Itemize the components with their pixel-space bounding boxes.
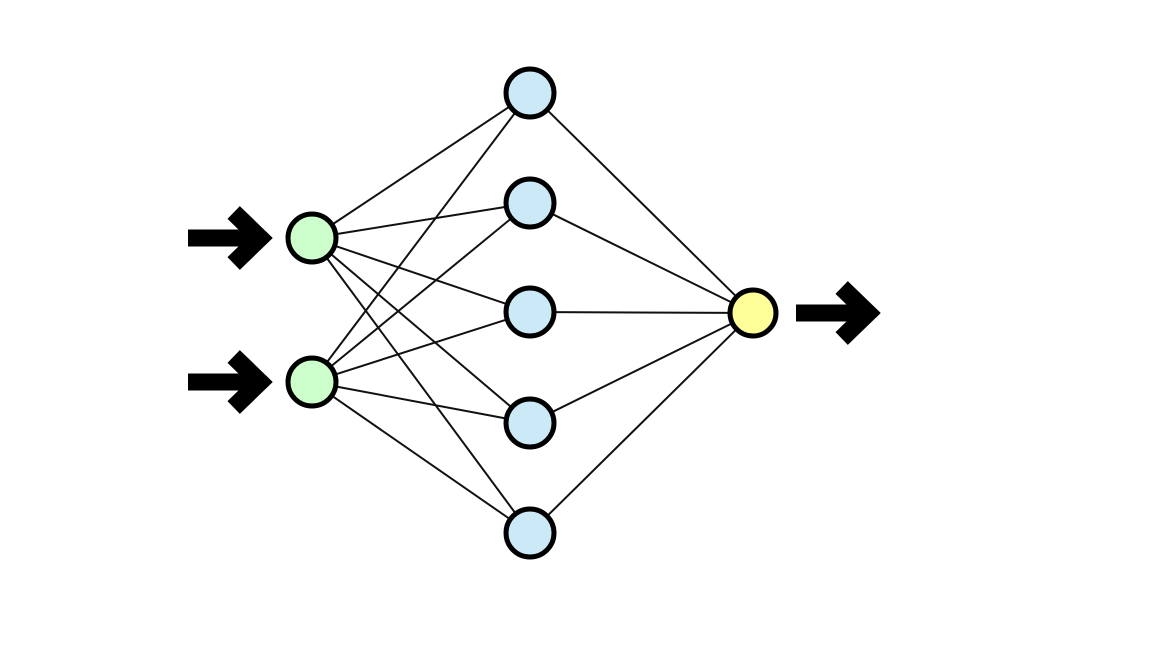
- node-h3[interactable]: [503, 285, 557, 339]
- edge-input-hidden: [328, 216, 514, 369]
- edge-input-hidden: [332, 244, 510, 306]
- node-i1[interactable]: [285, 211, 339, 265]
- edge-hidden-output: [549, 321, 735, 414]
- input-arrow-top: [188, 206, 273, 270]
- node-h5[interactable]: [503, 506, 557, 560]
- edge-input-hidden: [324, 255, 518, 516]
- nodes-group: [285, 66, 779, 560]
- node-i2[interactable]: [285, 355, 339, 409]
- edges-group: [324, 104, 739, 521]
- edge-input-hidden: [332, 318, 510, 376]
- arrow-shaft: [796, 304, 857, 322]
- edge-input-hidden: [333, 205, 509, 236]
- edge-hidden-output: [549, 212, 735, 305]
- edge-hidden-output: [545, 108, 739, 299]
- node-o1[interactable]: [727, 287, 779, 339]
- edge-input-hidden: [333, 385, 509, 420]
- arrow-head-icon: [227, 206, 273, 270]
- arrow-head-icon: [227, 350, 273, 414]
- arrows-group: [188, 206, 881, 414]
- edge-input-hidden: [329, 394, 513, 521]
- node-h2[interactable]: [503, 176, 557, 230]
- edge-hidden-output: [545, 327, 739, 518]
- input-arrow-bottom: [188, 350, 273, 414]
- edge-input-hidden: [324, 110, 518, 365]
- arrow-shaft: [188, 373, 249, 391]
- edge-input-hidden: [330, 104, 512, 227]
- node-h4[interactable]: [503, 396, 557, 450]
- node-h1[interactable]: [503, 66, 557, 120]
- arrow-head-icon: [835, 281, 881, 345]
- arrow-shaft: [188, 229, 249, 247]
- output-arrow: [796, 281, 881, 345]
- edge-input-hidden: [328, 251, 514, 410]
- edge-hidden-output: [551, 311, 733, 314]
